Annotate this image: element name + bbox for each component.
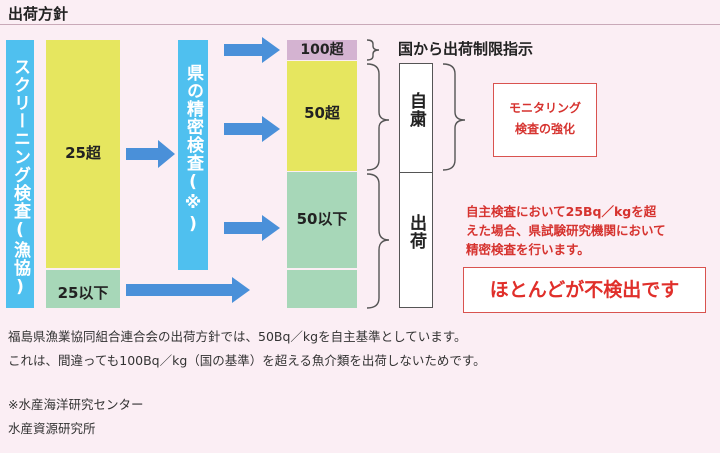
arrow-right-icon [224,116,280,142]
under25-block [46,270,120,308]
credit-line1: ※水産海洋研究センター [8,397,144,412]
national-restriction-text: 国から出荷制限指示 [398,40,534,58]
policy-text-line2: これは、間違っても100Bq／kg（国の基準）を超える魚介類を出荷しないためです… [8,353,486,368]
under25-label: 25以下 [57,284,109,302]
arrow-right-icon [224,215,280,241]
policy-text-line1: 福島県漁業協同組合連合会の出荷方針では、50Bq／kgを自主基準としています。 [8,329,467,344]
not-detected-box [463,267,706,313]
decision-divider [399,172,433,173]
arrow-right-icon [224,37,280,63]
inspection-note: 自主検査において25Bq／kgを超 えた場合、県試験研究機関において 精密検査を… [466,202,716,259]
prefecture-inspection-label: 県の精密検査(※) [183,64,203,235]
brace-icon [366,39,380,61]
note-line1: 自主検査において25Bq／kgを超 [466,204,657,219]
arrow-right-icon [126,277,250,303]
under25-result-block [287,270,357,308]
monitoring-line1: モニタリング [508,101,581,115]
note-line2: えた場合、県試験研究機関において [466,223,666,238]
over25-label: 25超 [65,144,101,162]
screening-label: スクリーニング検査(漁協) [10,58,30,298]
not-detected-text: ほとんどが不検出です [489,279,680,301]
over50-label: 50超 [304,104,340,122]
self-restraint-label: 自粛 [406,92,426,128]
over100-block [287,40,357,60]
note-line3: 精密検査を行います。 [466,242,590,257]
under50-label: 50以下 [296,210,348,228]
over100-label: 100超 [300,42,344,58]
monitoring-box [493,83,597,157]
header-divider [0,24,720,25]
monitoring-line2: 検査の強化 [514,122,575,136]
credit-line2: 水産資源研究所 [8,421,96,436]
arrow-right-icon [126,140,175,168]
screening-bar [6,40,34,308]
over25-block [46,40,120,268]
decision-box [399,63,433,308]
page-title: 出荷方針 [8,5,69,23]
under50-block [287,172,357,268]
brace-icon [442,63,466,171]
over50-block [287,61,357,171]
shipment-label: 出荷 [406,214,426,250]
monitoring-text: モニタリング 検査の強化 [493,98,597,140]
prefecture-inspection-bar [178,40,208,270]
brace-icon [366,63,390,171]
brace-icon [366,173,390,309]
